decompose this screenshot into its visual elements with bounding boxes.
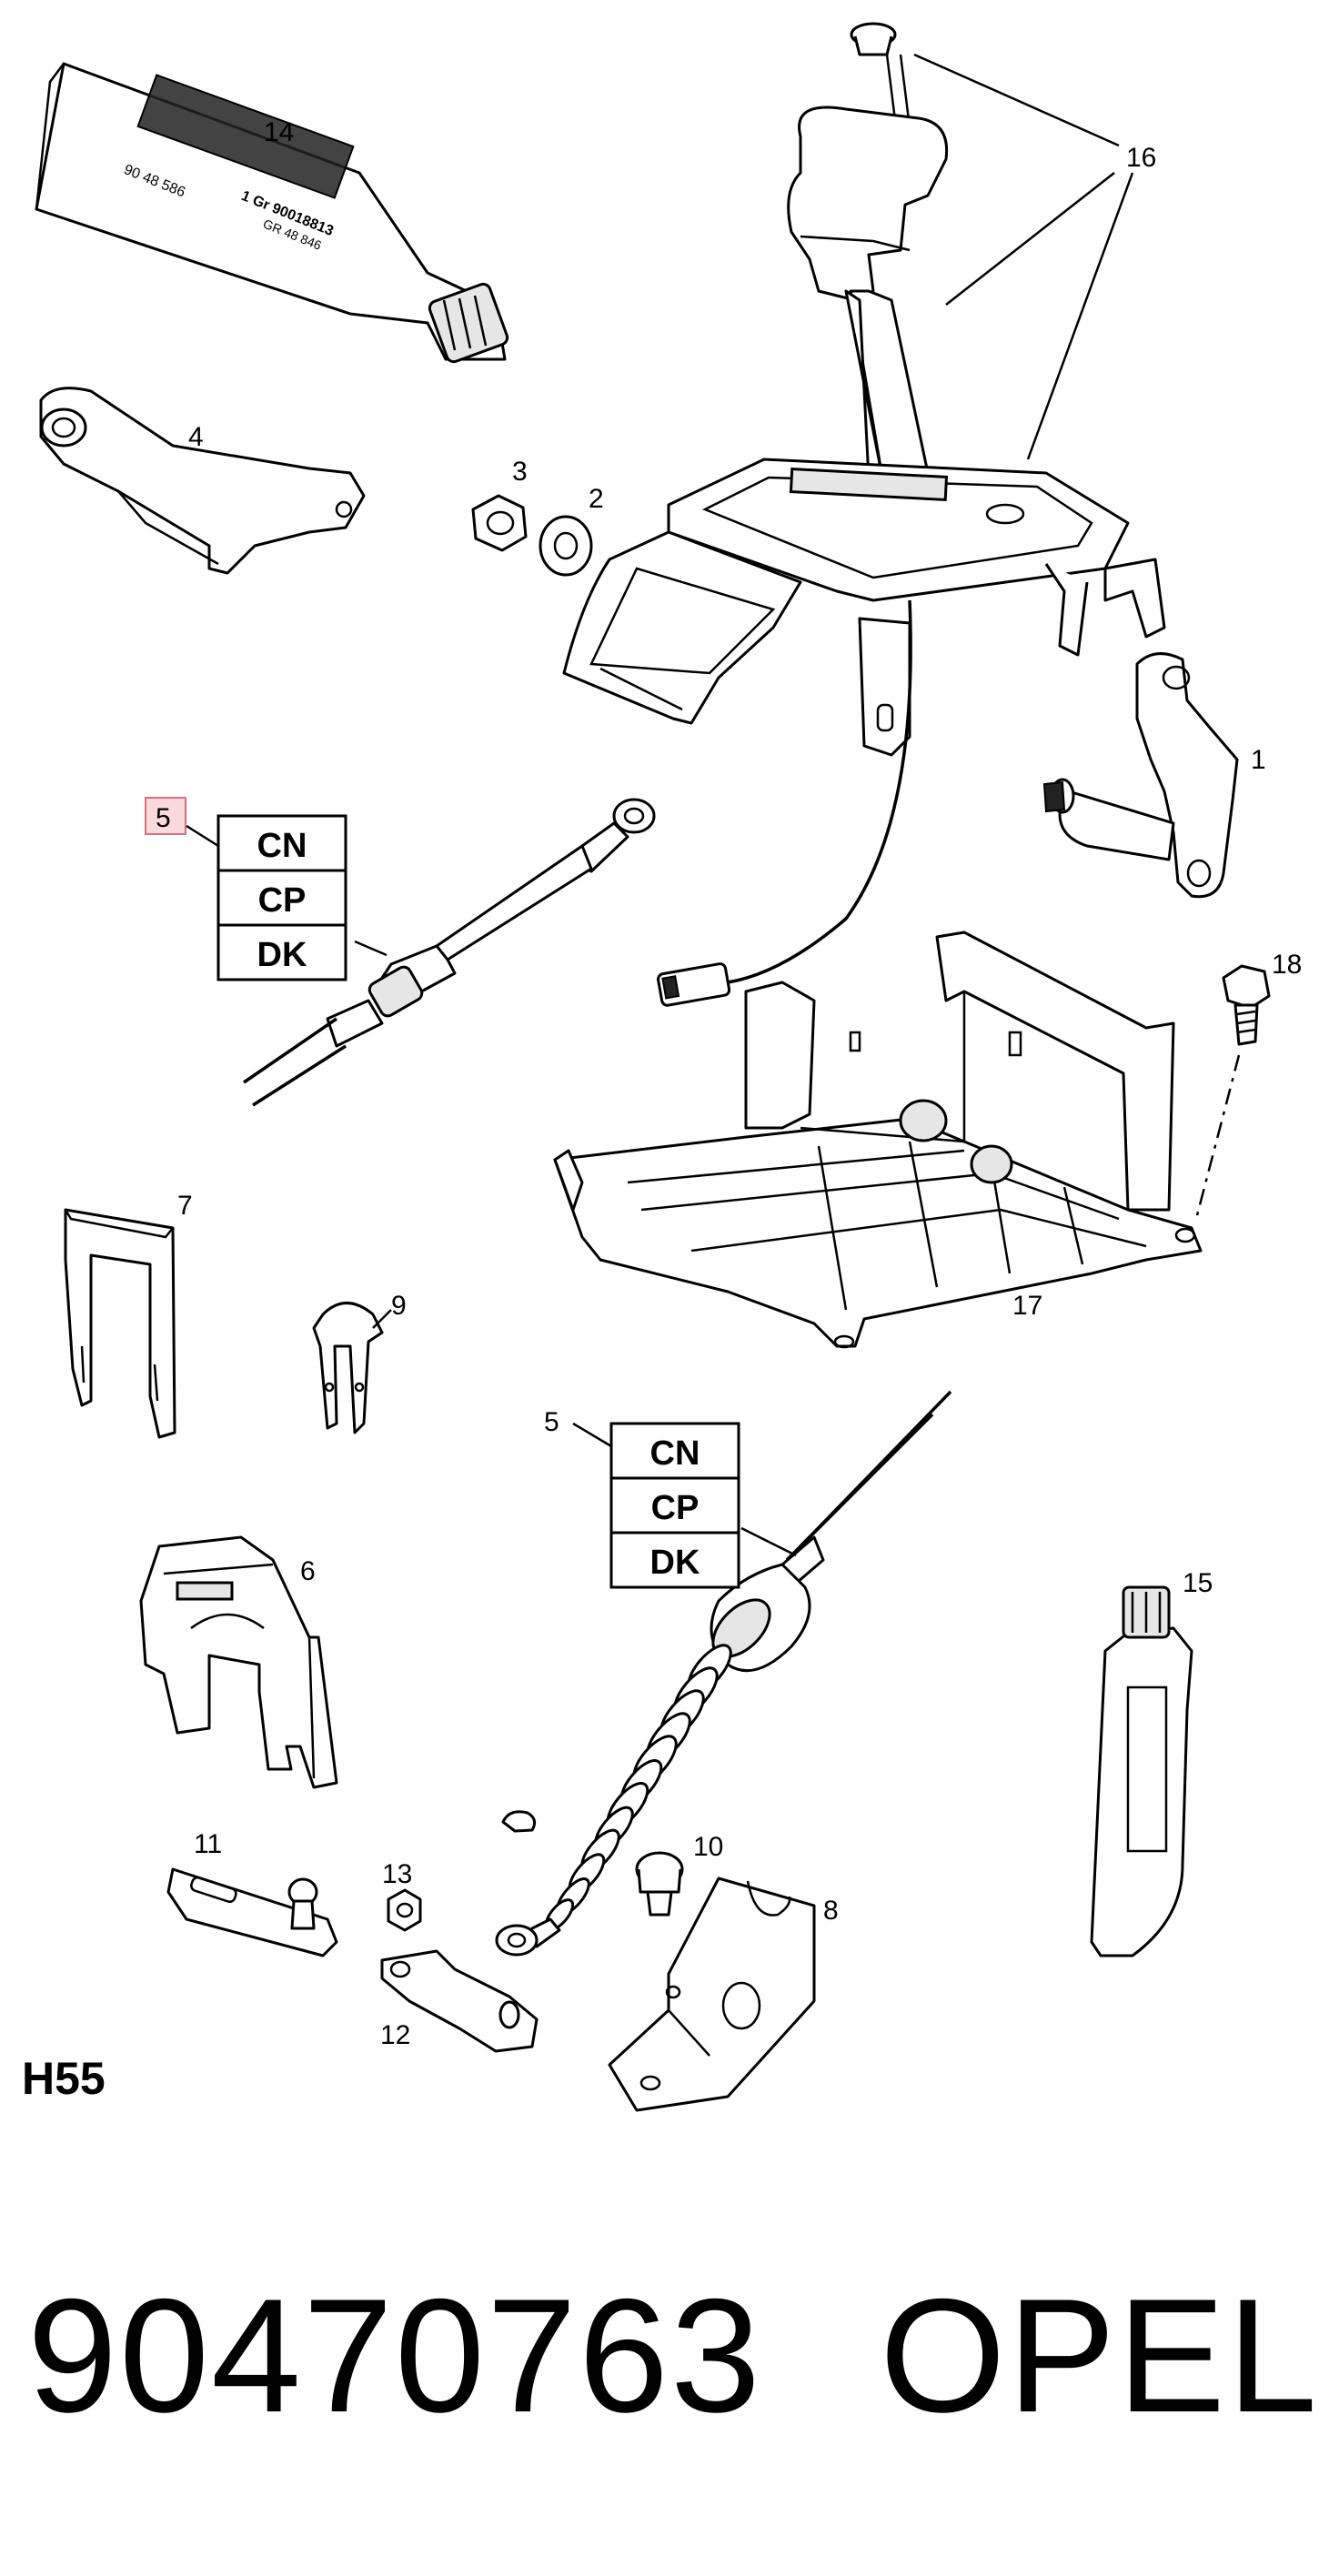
callout-9: 9 [391, 1291, 407, 1321]
part-2-washer[interactable] [539, 515, 593, 577]
part-7-u-clip[interactable] [64, 1208, 176, 1439]
page-title: 90470763 OPEL [27, 2269, 1319, 2442]
part-8-mounting-plate[interactable] [608, 1877, 816, 2112]
callout-10: 10 [693, 1832, 723, 1862]
code-upper-0: CN [257, 827, 307, 865]
callout-11: 11 [194, 1829, 222, 1859]
callout-4: 4 [188, 422, 204, 452]
callout-6: 6 [300, 1556, 316, 1586]
callout-7: 7 [177, 1191, 193, 1221]
part-9-spring-clip[interactable] [312, 1302, 392, 1434]
code-lower-2: DK [650, 1544, 700, 1582]
variant-box-lower: CN CP DK [609, 1422, 740, 1589]
callout-12: 12 [380, 2020, 410, 2050]
part-1-lever-arm[interactable] [1042, 652, 1239, 899]
callout-3: 3 [512, 457, 528, 487]
callout-5-lower: 5 [544, 1407, 559, 1437]
part-3-nut[interactable] [471, 494, 528, 552]
code-lower-0: CN [650, 1434, 700, 1473]
part-14-grease-tube[interactable]: 90 48 586 1 Gr 90018813 GR 48 846 [35, 62, 509, 364]
callout-13: 13 [382, 1859, 412, 1889]
callout-14: 14 [264, 117, 294, 147]
code-lower-1: CP [651, 1489, 700, 1527]
part-5-cable-upper[interactable] [243, 798, 656, 1107]
part-5-cable-lower[interactable] [495, 1390, 952, 1957]
callout-17: 17 [1012, 1291, 1042, 1321]
code-upper-2: DK [257, 936, 307, 974]
code-upper-1: CP [258, 881, 307, 920]
part-17-base-housing[interactable] [553, 931, 1203, 1349]
callout-16: 16 [1126, 143, 1156, 173]
part-18-bolt[interactable] [1194, 964, 1271, 1220]
part-11-link-plate[interactable] [166, 1867, 338, 1957]
part-16-selector-lever[interactable] [562, 22, 1166, 1007]
callout-18: 18 [1272, 950, 1302, 980]
part-4-lever[interactable] [39, 387, 366, 575]
part-15-tube[interactable] [1090, 1585, 1193, 1957]
callout-5-upper: 5 [156, 803, 171, 833]
part-6-bracket[interactable] [139, 1535, 338, 1789]
part-number: 90470763 [27, 2265, 762, 2446]
callout-5-lower-group: 5 [544, 1407, 797, 1557]
callout-2: 2 [589, 484, 604, 514]
callout-1: 1 [1251, 745, 1266, 775]
brand-name: OPEL [880, 2265, 1319, 2446]
diagram-id-label: H55 [22, 2053, 106, 2104]
callout-5-highlight[interactable]: 5 [145, 797, 219, 848]
variant-box-upper: CN CP DK [216, 814, 347, 981]
callout-15: 15 [1183, 1568, 1213, 1598]
part-10-bolt[interactable] [635, 1851, 684, 1917]
part-13-nut[interactable] [387, 1888, 422, 1932]
callout-8: 8 [823, 1896, 839, 1926]
part-12-link[interactable] [380, 1949, 539, 2053]
